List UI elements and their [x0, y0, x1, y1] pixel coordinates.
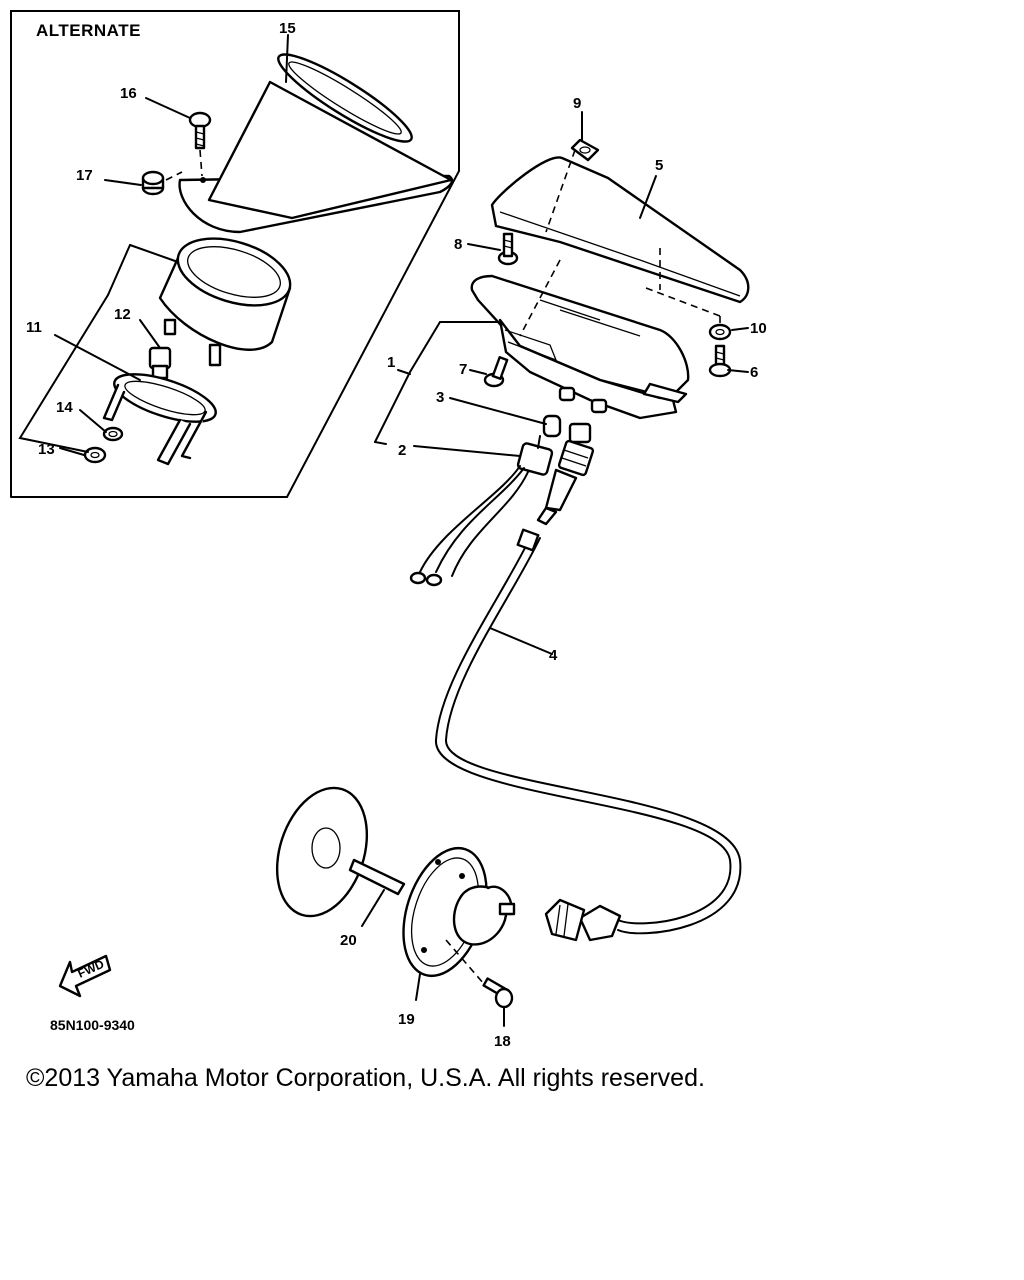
- callout-18: 18: [494, 1033, 511, 1050]
- part-5-cover: [490, 149, 750, 326]
- part-13-nut: [83, 446, 107, 464]
- part-2-harness: [409, 435, 554, 587]
- part-17-nut: [141, 170, 183, 196]
- callout-9: 9: [573, 95, 581, 112]
- callout-4: 4: [549, 647, 558, 664]
- callout-14: 14: [56, 399, 73, 416]
- callout-17: 17: [76, 167, 93, 184]
- part-4-cable: [434, 528, 742, 942]
- part-6-screw: [708, 344, 732, 378]
- callout-8: 8: [454, 236, 462, 253]
- callout-19: 19: [398, 1011, 415, 1028]
- alternate-inset: ALTERNATE: [10, 10, 460, 498]
- callout-13: 13: [38, 441, 55, 458]
- part-16-screw: [188, 111, 212, 177]
- alternate-label: ALTERNATE: [36, 21, 141, 40]
- callout-6: 6: [750, 364, 758, 381]
- callout-3: 3: [436, 389, 444, 406]
- part-4-cable-top: [536, 422, 595, 526]
- part-12-gauge: [158, 237, 292, 367]
- callout-15: 15: [279, 20, 296, 37]
- callout-7: 7: [459, 361, 467, 378]
- callout-16: 16: [120, 85, 137, 102]
- callout-2: 2: [398, 442, 406, 459]
- part-20-shaft: [275, 786, 406, 927]
- part-code: 85N100-9340: [50, 1017, 135, 1033]
- callout-12: 12: [114, 306, 131, 323]
- part-18-bolt: [482, 977, 514, 1027]
- copyright-notice: ©2013 Yamaha Motor Corporation, U.S.A. A…: [26, 1064, 705, 1092]
- inset-leader-lines: [18, 34, 289, 456]
- part-9-clip: [570, 138, 600, 162]
- part-14-bracket: [102, 373, 217, 466]
- part-8-screw: [497, 232, 519, 266]
- part-1-speedometer: [470, 259, 690, 420]
- part-15-visor: [178, 53, 454, 234]
- callout-10: 10: [750, 320, 767, 337]
- part-14-nut: [102, 426, 124, 442]
- callout-labels: 1 2 3 4 5 6 7 8 9 10 11 12 13 14 15 16 1…: [26, 20, 767, 1050]
- part-19-gear-unit: [402, 846, 516, 1001]
- part-10-washer: [708, 323, 732, 341]
- part-11-bulb-socket: [148, 346, 172, 380]
- callout-5: 5: [655, 157, 663, 174]
- exploded-parts-diagram: ALTERNATE: [10, 10, 767, 1050]
- part-3-bulb: [542, 414, 562, 438]
- callout-1: 1: [387, 354, 395, 371]
- callout-20: 20: [340, 932, 357, 949]
- callout-11: 11: [26, 319, 42, 336]
- main-leader-lines: [374, 111, 749, 655]
- forward-arrow: FWD: [58, 954, 112, 998]
- part-7-screw: [483, 356, 509, 388]
